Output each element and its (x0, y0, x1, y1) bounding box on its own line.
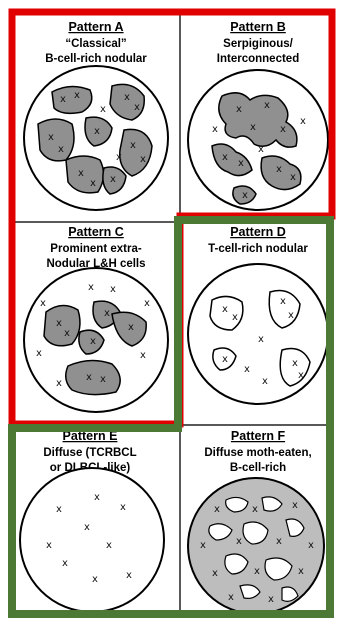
marker: x (298, 566, 304, 577)
marker: x (244, 364, 250, 375)
panel-a-line-2: B-cell-rich nodular (45, 53, 147, 65)
marker: x (134, 102, 140, 113)
marker: x (90, 336, 96, 347)
marker: x (280, 296, 286, 307)
marker: x (40, 298, 46, 309)
marker: x (242, 190, 248, 201)
marker: x (258, 334, 264, 345)
marker: x (128, 322, 134, 333)
panel-c: Pattern C Prominent extra- Nodular L&H c… (24, 225, 168, 412)
marker: x (144, 298, 150, 309)
panel-b-title: Pattern B (230, 20, 286, 34)
marker: x (56, 504, 62, 515)
marker: x (86, 372, 92, 383)
marker: x (126, 570, 132, 581)
marker: x (232, 312, 238, 323)
marker: x (110, 174, 116, 185)
marker: x (268, 594, 274, 605)
panel-d-title: Pattern D (230, 225, 286, 239)
marker: x (262, 376, 268, 387)
marker: x (36, 348, 42, 359)
panel-e-line-1: Diffuse (TCRBCL (43, 447, 136, 459)
marker: x (60, 94, 66, 105)
panel-a: Pattern A “Classical” B-cell-rich nodula… (24, 20, 168, 210)
marker: x (92, 574, 98, 585)
marker: x (264, 100, 270, 111)
marker: x (106, 540, 112, 551)
marker: x (280, 124, 286, 135)
marker: x (292, 358, 298, 369)
marker: x (100, 104, 106, 115)
panel-f-line-1: Diffuse moth-eaten, (204, 447, 311, 459)
marker: x (300, 116, 306, 127)
marker: x (290, 172, 296, 183)
panel-d: Pattern D T-cell-rich nodular x x x x x … (188, 225, 328, 404)
marker: x (222, 354, 228, 365)
panel-f-line-2: B-cell-rich (230, 462, 286, 474)
marker: x (298, 370, 304, 381)
marker: x (252, 504, 258, 515)
marker: x (56, 318, 62, 329)
marker: x (276, 164, 282, 175)
panel-b-line-2: Interconnected (217, 53, 299, 65)
marker: x (212, 568, 218, 579)
marker: x (130, 140, 136, 151)
marker: x (140, 350, 146, 361)
marker: x (120, 502, 126, 513)
marker: x (238, 158, 244, 169)
marker: x (90, 178, 96, 189)
marker: x (110, 284, 116, 295)
marker: x (116, 152, 122, 163)
marker: x (104, 308, 110, 319)
marker: x (214, 504, 220, 515)
marker: x (276, 536, 282, 547)
marker: x (258, 144, 264, 155)
marker: x (308, 540, 314, 551)
panel-e-circle (20, 468, 164, 612)
marker: x (64, 328, 70, 339)
marker: x (222, 152, 228, 163)
panel-c-line-1: Prominent extra- (50, 243, 142, 255)
panel-b: Pattern B Serpiginous/ Interconnected x … (188, 20, 328, 210)
marker: x (250, 122, 256, 133)
marker: x (88, 282, 94, 293)
marker: x (58, 144, 64, 155)
marker: x (212, 124, 218, 135)
panel-c-title: Pattern C (68, 225, 124, 239)
marker: x (74, 90, 80, 101)
panel-f-title: Pattern F (231, 429, 286, 443)
panel-a-line-1: “Classical” (65, 38, 126, 50)
marker: x (254, 566, 260, 577)
marker: x (46, 540, 52, 551)
marker: x (292, 500, 298, 511)
panel-f: Pattern F Diffuse moth-eaten, B-cell-ric… (188, 429, 324, 614)
marker: x (48, 132, 54, 143)
marker: x (56, 378, 62, 389)
marker: x (236, 536, 242, 547)
marker: x (228, 592, 234, 603)
marker: x (200, 540, 206, 551)
panel-e: Pattern E Diffuse (TCRBCL or DLBCL-like)… (20, 429, 164, 612)
marker: x (78, 168, 84, 179)
marker: x (94, 126, 100, 137)
marker: x (124, 92, 130, 103)
marker: x (222, 304, 228, 315)
panel-b-line-1: Serpiginous/ (223, 38, 293, 50)
marker: x (62, 558, 68, 569)
marker: x (84, 522, 90, 533)
marker: x (236, 104, 242, 115)
marker: x (288, 310, 294, 321)
panel-a-title: Pattern A (68, 20, 123, 34)
panel-d-line-1: T-cell-rich nodular (208, 243, 308, 255)
marker: x (100, 374, 106, 385)
marker: x (94, 492, 100, 503)
marker: x (140, 154, 146, 165)
